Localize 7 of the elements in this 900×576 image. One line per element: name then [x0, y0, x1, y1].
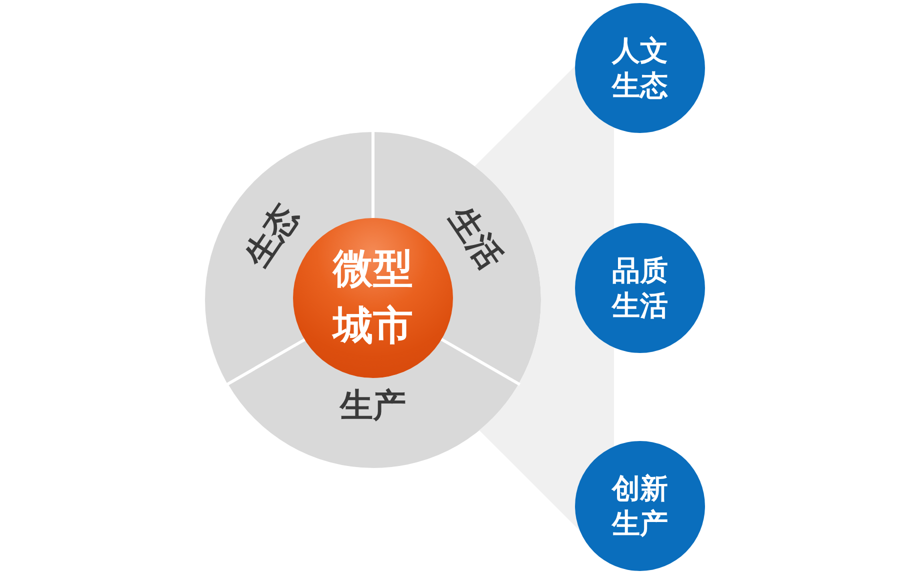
topic-label: 品质生活: [610, 253, 669, 323]
segment-label: 生产: [340, 384, 406, 426]
segment-label: 生活: [440, 198, 512, 278]
topic-label: 创新生产: [610, 471, 669, 541]
center-label: 微型城市: [330, 245, 414, 351]
segment-label: 生态: [236, 196, 307, 276]
topic-label: 人文生态: [610, 33, 669, 103]
